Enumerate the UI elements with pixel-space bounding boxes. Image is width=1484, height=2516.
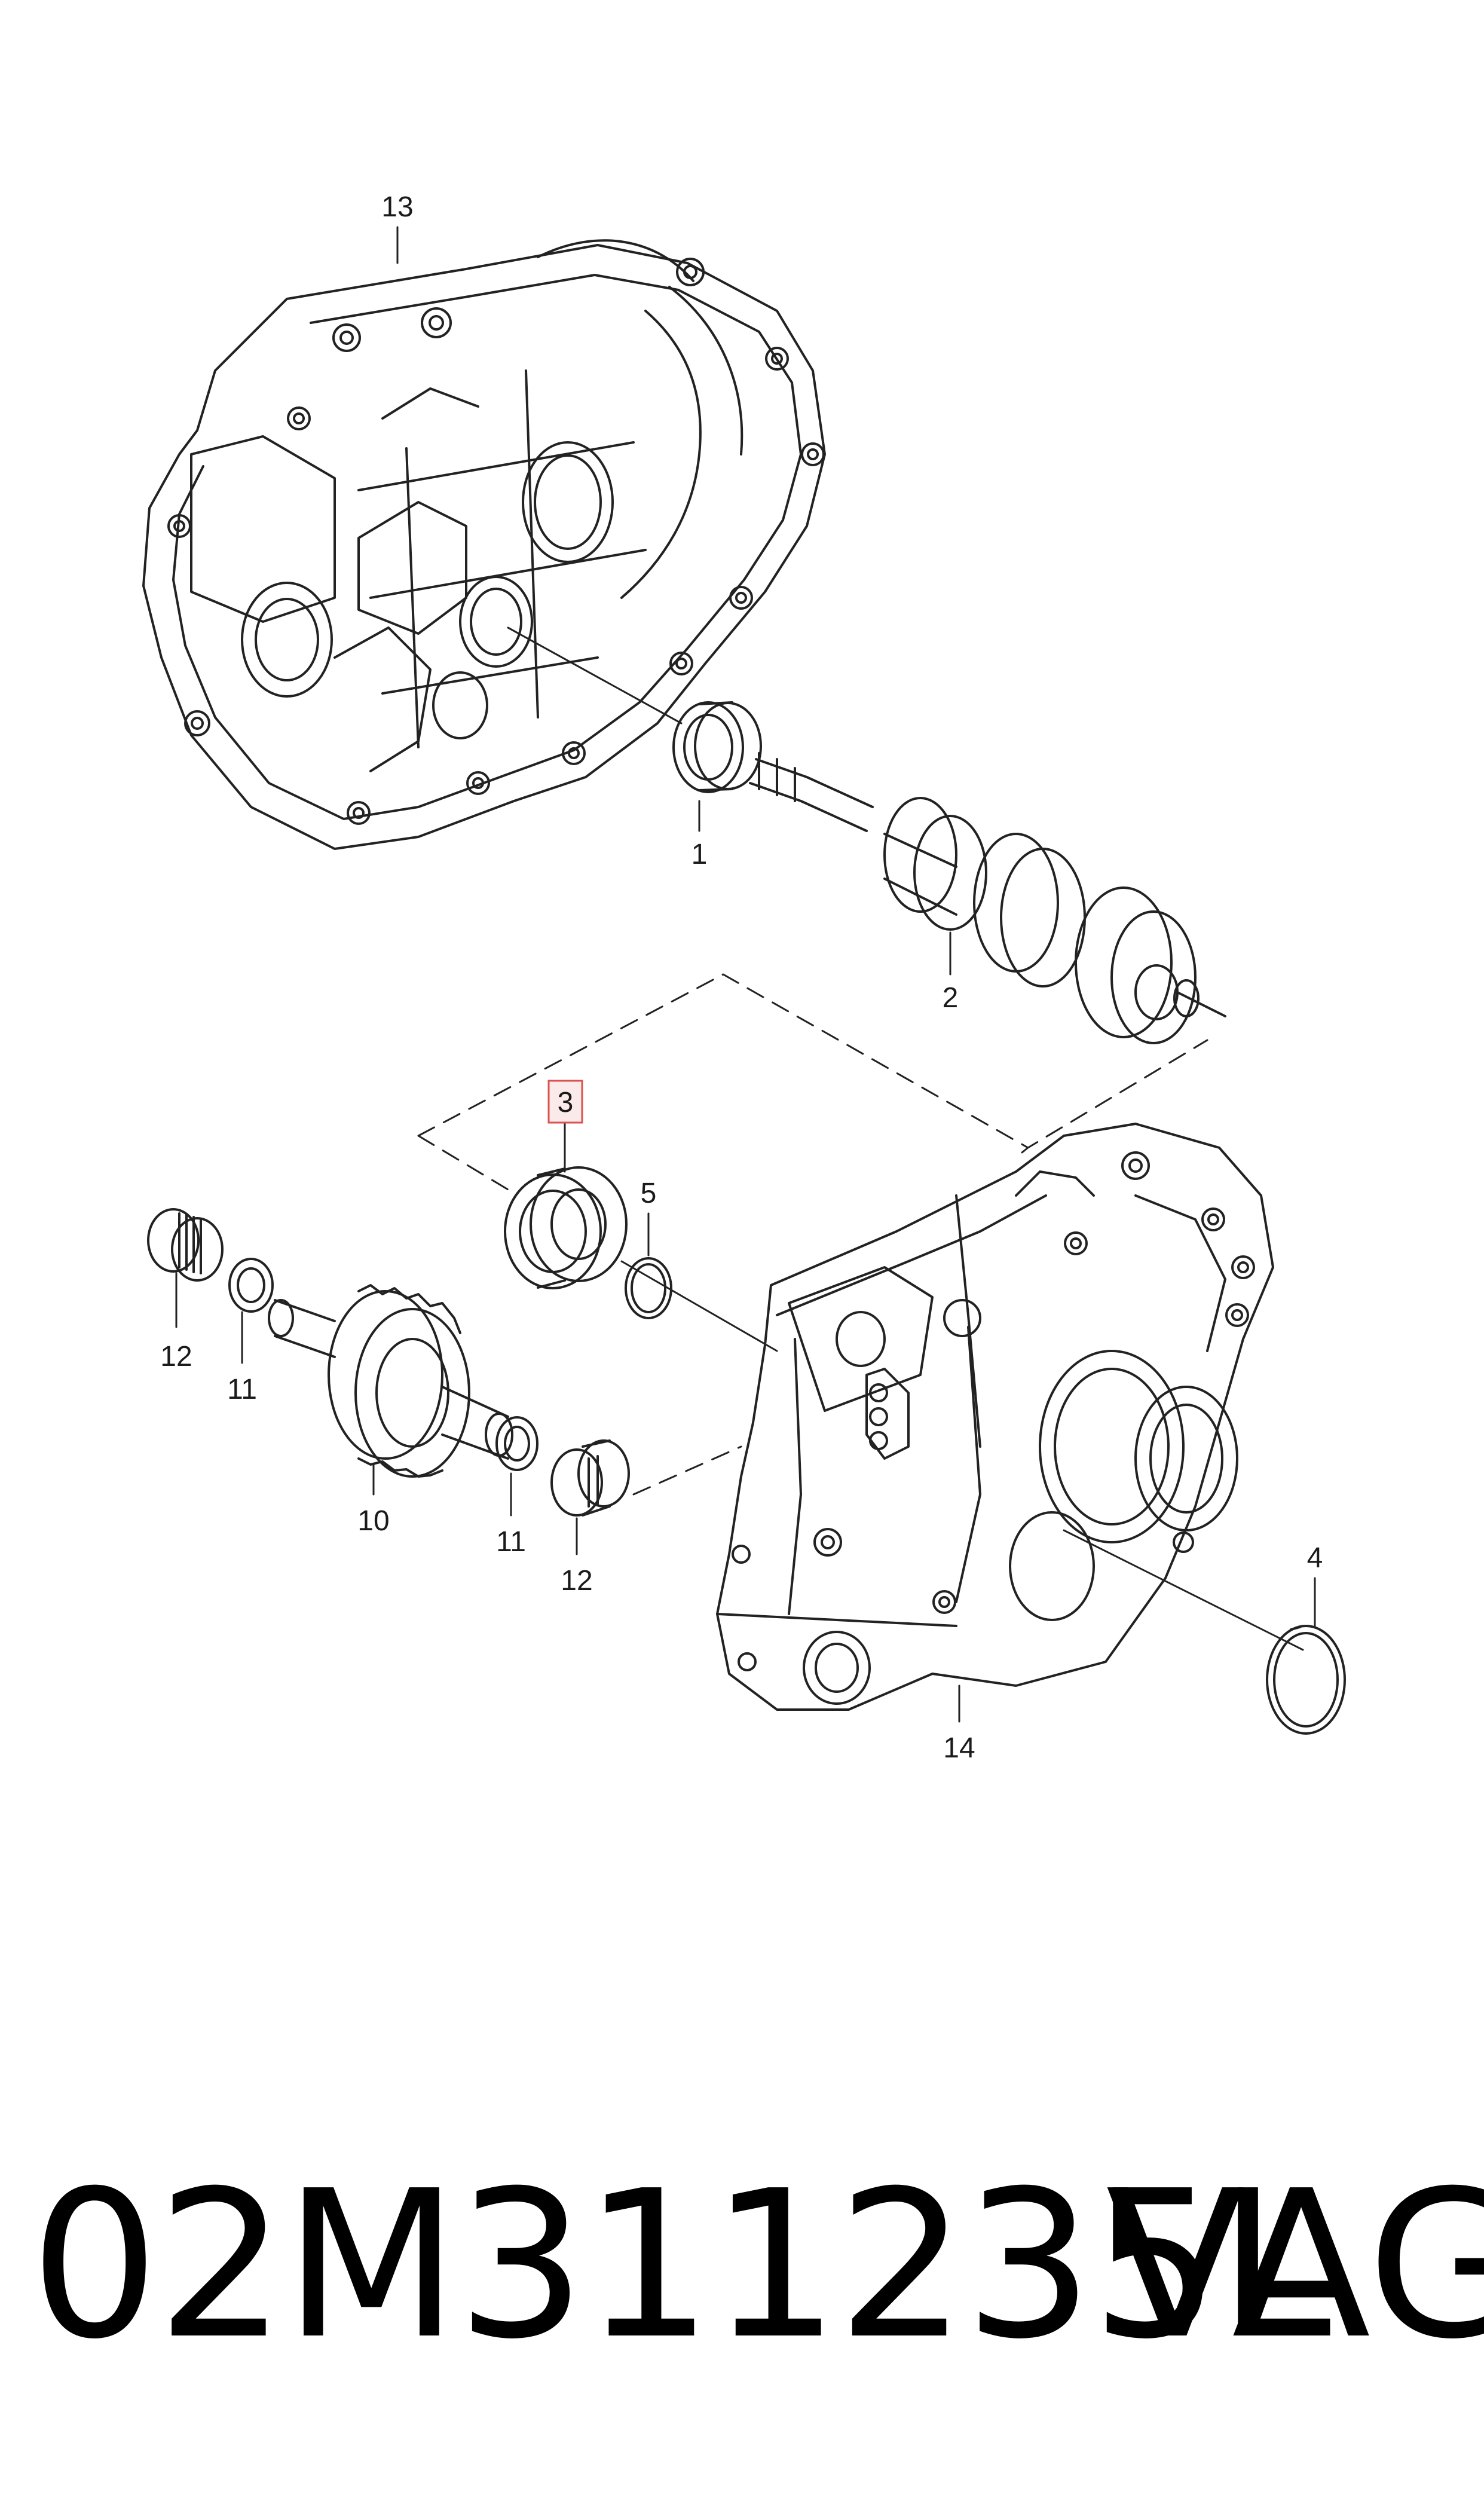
callout-14: 14 xyxy=(943,1732,975,1764)
part-number: 02M311235L xyxy=(30,2147,1331,2384)
callout-leaders xyxy=(175,226,1316,1723)
callout-5: 5 xyxy=(641,1178,657,1209)
gearbox-housing-14 xyxy=(716,1123,1274,1711)
highlight-box-callout-3 xyxy=(547,1080,583,1124)
callout-13: 13 xyxy=(381,191,413,223)
callout-1: 1 xyxy=(691,839,708,870)
callout-11-left: 11 xyxy=(227,1374,257,1405)
exploded-parts-diagram: 13 1 2 3 5 4 12 11 10 11 12 14 xyxy=(142,191,1346,1764)
callout-3: 3 xyxy=(558,1087,574,1118)
callout-4: 4 xyxy=(1307,1542,1323,1574)
snap-ring-4 xyxy=(1266,1625,1346,1735)
callout-10: 10 xyxy=(357,1505,389,1537)
callout-2: 2 xyxy=(943,982,959,1014)
brand-name: VAG xyxy=(1106,2147,1484,2384)
gear-shaft-10 xyxy=(268,1284,513,1478)
input-shaft-2 xyxy=(749,752,1226,1044)
bearing-3 xyxy=(504,1166,628,1289)
assembly-axis-line xyxy=(620,1260,778,1352)
needle-bearing-12-left xyxy=(147,1208,224,1282)
washer-11-right xyxy=(495,1416,538,1471)
axis-to-snap-ring xyxy=(1063,1529,1304,1651)
dashed-link-12 xyxy=(632,1445,742,1496)
callout-12-right: 12 xyxy=(561,1565,592,1597)
bearing-1 xyxy=(672,701,762,793)
clutch-housing-13 xyxy=(142,239,826,850)
callout-11-right: 11 xyxy=(496,1526,526,1558)
callout-12-left: 12 xyxy=(160,1341,192,1372)
washer-11-left xyxy=(228,1258,274,1313)
needle-bearing-12-right xyxy=(550,1439,630,1517)
circlip-5 xyxy=(625,1257,672,1319)
assembly-dashed-outline xyxy=(417,973,1208,1191)
